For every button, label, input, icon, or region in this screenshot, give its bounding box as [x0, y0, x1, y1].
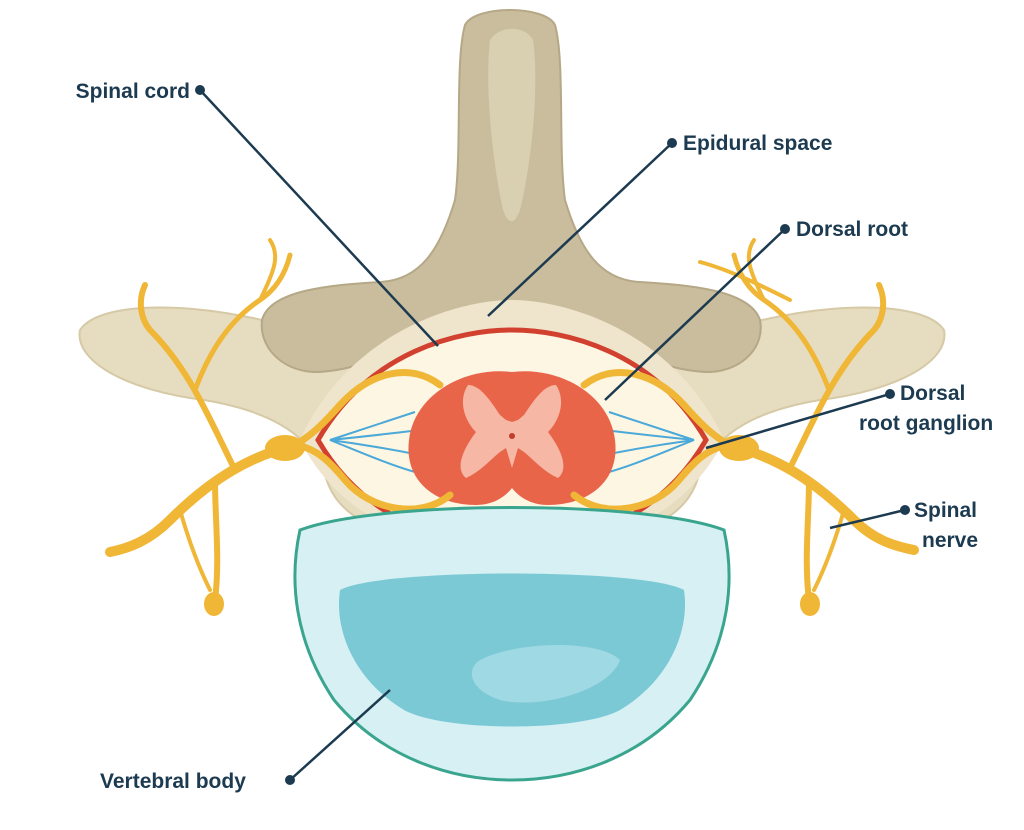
vertebral-body-highlight — [471, 645, 620, 703]
left-spinal-nerve — [105, 238, 305, 603]
label-spinal-nerve-line2: nerve — [922, 529, 978, 552]
dorsal-roots — [296, 369, 728, 513]
spinous-process-highlight — [488, 28, 536, 222]
leader-dorsal-root-ganglion — [705, 392, 891, 450]
right-spinal-nerve — [698, 238, 919, 603]
label-dorsal-root-ganglion-line2: root ganglion — [859, 412, 993, 435]
label-epidural-space: Epidural space — [683, 132, 832, 155]
left-dorsal-root-ganglion — [265, 435, 305, 461]
spinal-cord-grey-matter — [460, 385, 564, 478]
label-spinal-nerve-line1: Spinal — [914, 499, 977, 522]
central-canal — [509, 433, 515, 439]
label-vertebral-body: Vertebral body — [100, 770, 246, 793]
leader-dots — [195, 85, 910, 785]
left-nerve-bulb — [204, 592, 224, 616]
leader-dorsal-root — [604, 228, 786, 401]
right-nerve-bulb — [800, 592, 820, 616]
leader-epidural-space — [487, 142, 673, 317]
label-spinal-cord: Spinal cord — [76, 80, 190, 103]
label-dorsal-root-ganglion-line1: Dorsal — [900, 382, 965, 405]
leader-spinal-nerve — [829, 508, 906, 530]
leader-vertebral-body — [289, 689, 391, 781]
leader-lines — [199, 89, 906, 781]
leader-spinal-cord — [199, 89, 439, 347]
label-dorsal-root: Dorsal root — [796, 218, 908, 241]
